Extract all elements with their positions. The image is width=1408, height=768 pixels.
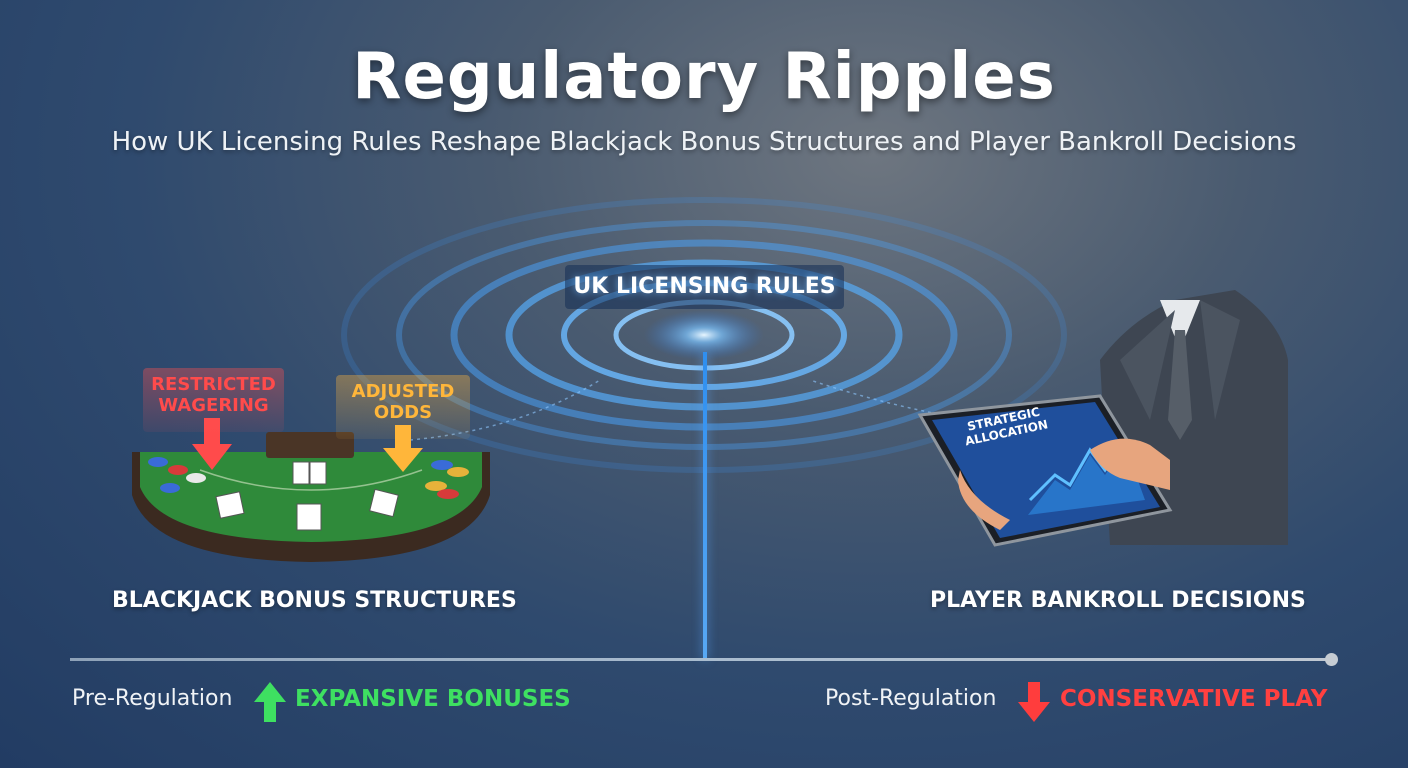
blackjack-table-icon	[132, 418, 490, 562]
chips-stack-icon	[148, 457, 206, 493]
right-section-label: PLAYER BANKROLL DECISIONS	[930, 588, 1306, 613]
ripple-center-glow	[644, 310, 764, 360]
page-subtitle: How UK Licensing Rules Reshape Blackjack…	[111, 127, 1297, 157]
card-icon	[309, 461, 327, 485]
center-label: UK LICENSING RULES	[565, 265, 844, 309]
left-section-label: BLACKJACK BONUS STRUCTURES	[112, 588, 517, 613]
hand-icon	[958, 438, 1170, 530]
post-regulation-effect: CONSERVATIVE PLAY	[1060, 686, 1328, 712]
adjusted-odds-tag: ADJUSTED ODDS	[336, 375, 470, 439]
page-title: Regulatory Ripples	[352, 40, 1056, 114]
timeline-stem	[703, 352, 707, 659]
card-icon	[215, 491, 245, 519]
arrow-down-icon	[1018, 682, 1050, 722]
arrow-up-icon	[254, 682, 286, 722]
timeline-end-dot	[1325, 653, 1338, 666]
card-icon	[296, 503, 322, 531]
card-icon	[292, 461, 310, 485]
restricted-wagering-tag: RESTRICTED WAGERING	[143, 368, 284, 432]
adjusted-arrow-icon	[383, 425, 423, 472]
post-regulation-label: Post-Regulation	[825, 686, 997, 711]
pre-regulation-effect: EXPANSIVE BONUSES	[295, 686, 571, 712]
timeline-line	[70, 658, 1332, 661]
pre-regulation-label: Pre-Regulation	[72, 686, 233, 711]
chips-stack-icon	[425, 460, 469, 499]
restricted-arrow-icon	[192, 418, 232, 470]
left-connector	[409, 379, 601, 441]
card-icon	[369, 488, 399, 518]
